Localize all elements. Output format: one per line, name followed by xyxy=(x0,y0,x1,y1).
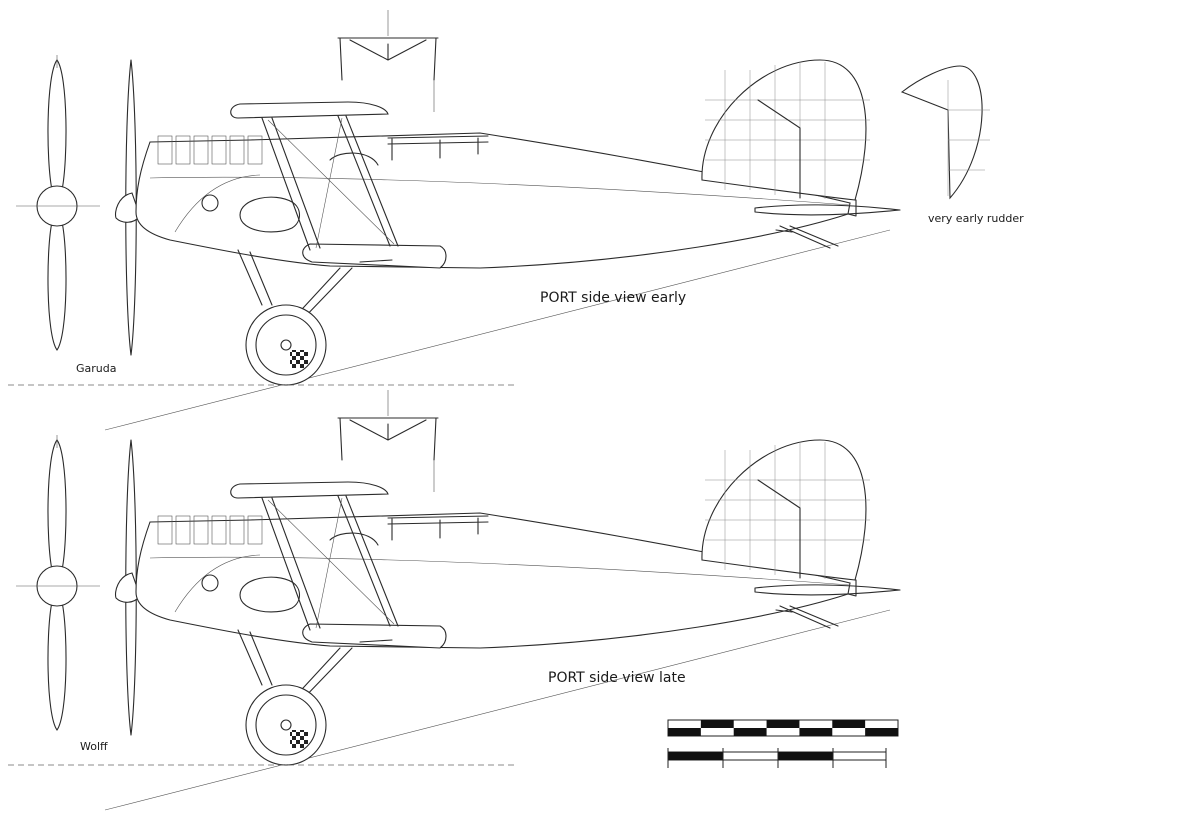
early-propeller-label: Garuda xyxy=(76,362,117,375)
scale-bar-lower-segment xyxy=(668,752,723,760)
early-rudder-label: very early rudder xyxy=(928,212,1024,225)
scale-bar-lower-segment xyxy=(778,752,833,760)
early-view-title: PORT side view early xyxy=(540,290,687,306)
late-propeller-label: Wolff xyxy=(80,740,108,753)
late-side-view xyxy=(7,389,901,811)
scale-bar-segment xyxy=(733,728,767,736)
scale-bar-segment xyxy=(832,720,866,728)
scale-bar-segment xyxy=(668,728,701,736)
scale-bar-segment xyxy=(865,728,898,736)
late-view-title: PORT side view late xyxy=(548,670,686,686)
scale-bar-segment xyxy=(799,728,833,736)
early-side-view xyxy=(7,9,990,431)
scale-bar-segment xyxy=(700,720,734,728)
scale-bar xyxy=(667,719,899,768)
early-rudder-drawing xyxy=(900,65,990,200)
scale-bar-segment xyxy=(766,720,800,728)
